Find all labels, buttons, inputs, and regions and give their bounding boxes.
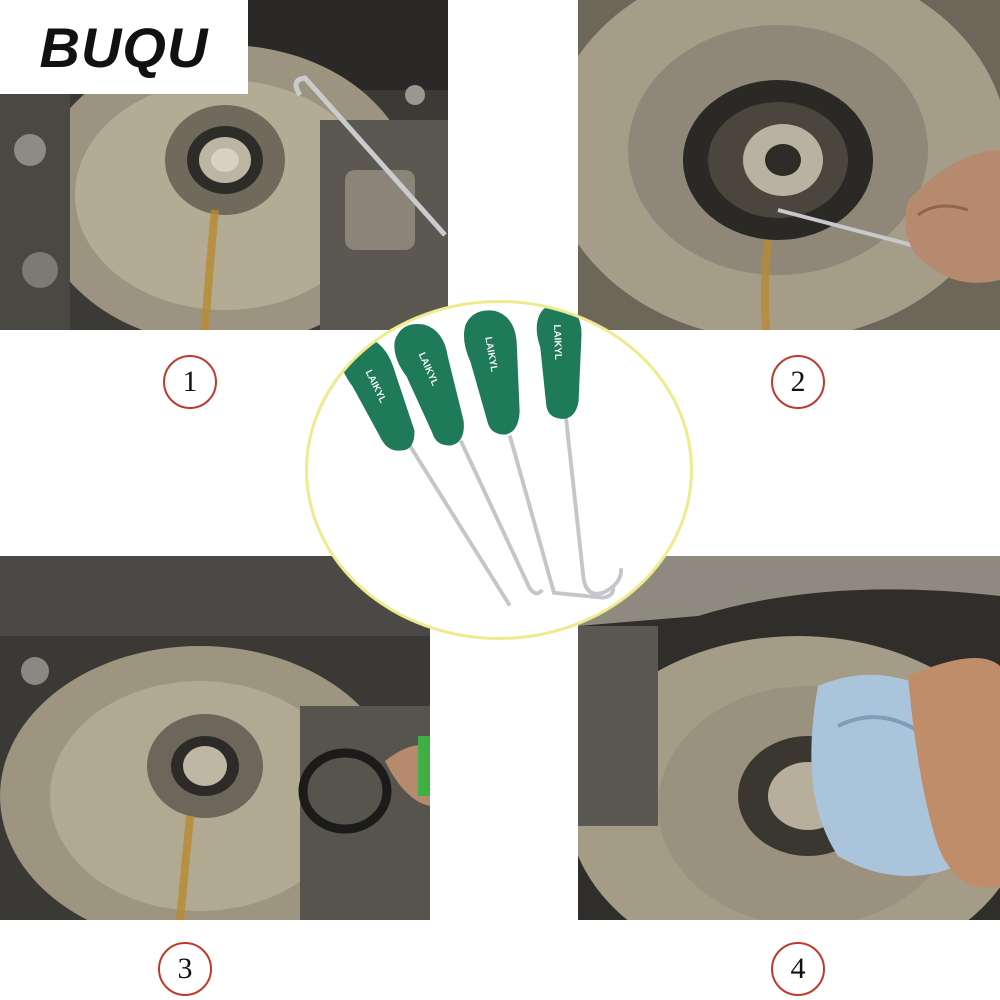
step-badge-4: 4 [771, 942, 825, 996]
full-hook-tool [536, 304, 623, 596]
straight-pick-tool [339, 336, 512, 607]
engine-photo-step-4 [578, 556, 1000, 920]
brand-name: BUQU [39, 15, 209, 79]
step-badge-2: 2 [771, 355, 825, 409]
engine-photo-step-3 [0, 556, 430, 920]
product-image-circle: LAIKYL LAIKYL LAIKYL LAIKYL [305, 300, 693, 640]
pick-hook-tool-set: LAIKYL LAIKYL LAIKYL LAIKYL [339, 304, 623, 607]
brand-logo: BUQU [0, 0, 248, 94]
step-badge-3: 3 [158, 942, 212, 996]
handle-text-4: LAIKYL [551, 324, 563, 360]
angled-pick-tool [394, 323, 544, 596]
step-badge-1: 1 [163, 355, 217, 409]
engine-photo-step-2 [578, 0, 1000, 330]
